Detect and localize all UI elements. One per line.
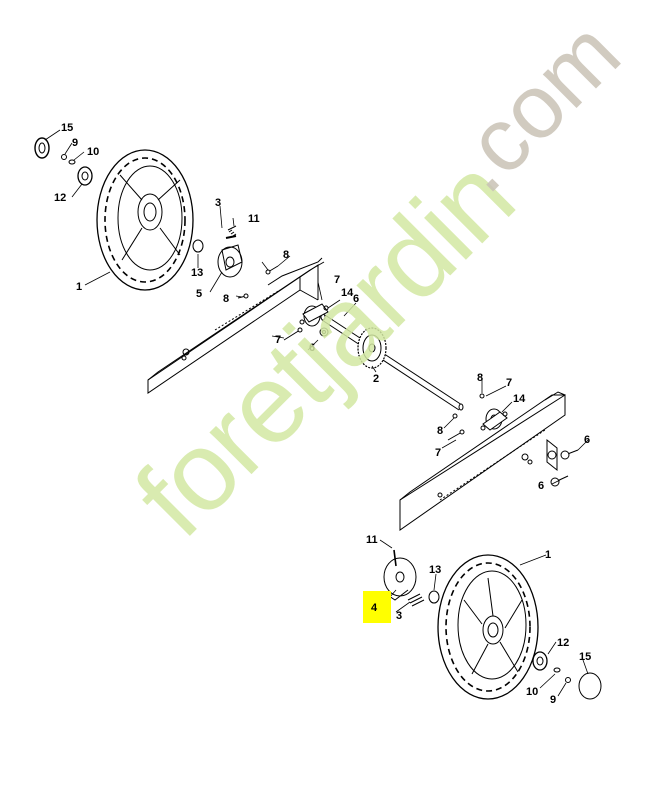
label-7-a: 7 [334,274,340,286]
label-8-b: 8 [223,293,229,305]
label-1-left: 1 [76,281,82,293]
hub-parts-upper [34,137,243,278]
label-9-top: 9 [72,137,78,149]
label-9-bottom: 9 [550,694,556,706]
label-10-top: 10 [87,146,99,158]
label-13-bottom: 13 [429,564,441,576]
label-14-b: 14 [513,393,526,405]
label-14-a: 14 [341,287,354,299]
highlight-part-4 [363,591,391,623]
label-6-b: 6 [309,342,315,354]
label-8-d: 8 [437,425,443,437]
label-6-c: 6 [584,434,590,446]
label-2: 2 [373,373,379,385]
label-8-a: 8 [283,249,289,261]
label-7-b: 7 [275,334,281,346]
label-3-bottom: 3 [396,610,402,622]
rear-axle [320,313,464,411]
wheel-upper-left [96,149,194,291]
label-11-top: 11 [248,213,260,225]
label-7-c: 7 [506,377,512,389]
label-7-d: 7 [435,447,441,459]
label-15-bottom: 15 [579,651,591,663]
label-12-top: 12 [54,192,66,204]
label-10-bottom: 10 [526,686,538,698]
chassis-frame [147,257,566,531]
hub-parts-lower [382,549,602,700]
label-13-top: 13 [191,267,203,279]
label-1-right: 1 [545,549,551,561]
fasteners [237,265,579,487]
label-6-d: 6 [538,480,544,492]
label-8-c: 8 [477,372,483,384]
label-3-top: 3 [215,197,221,209]
label-5: 5 [196,288,202,300]
label-4: 4 [371,602,378,614]
bearing-lower [480,408,508,431]
wheel-lower-right [437,554,539,700]
label-12-bottom: 12 [557,637,569,649]
label-6-a: 6 [353,293,359,305]
label-11-bottom: 11 [366,534,378,546]
drive-sprocket [357,327,387,369]
callout-labels: 15 9 10 12 1 3 11 13 5 8 8 7 14 6 7 6 2 … [54,122,591,706]
leader-lines [44,129,589,697]
label-15-top: 15 [61,122,73,134]
